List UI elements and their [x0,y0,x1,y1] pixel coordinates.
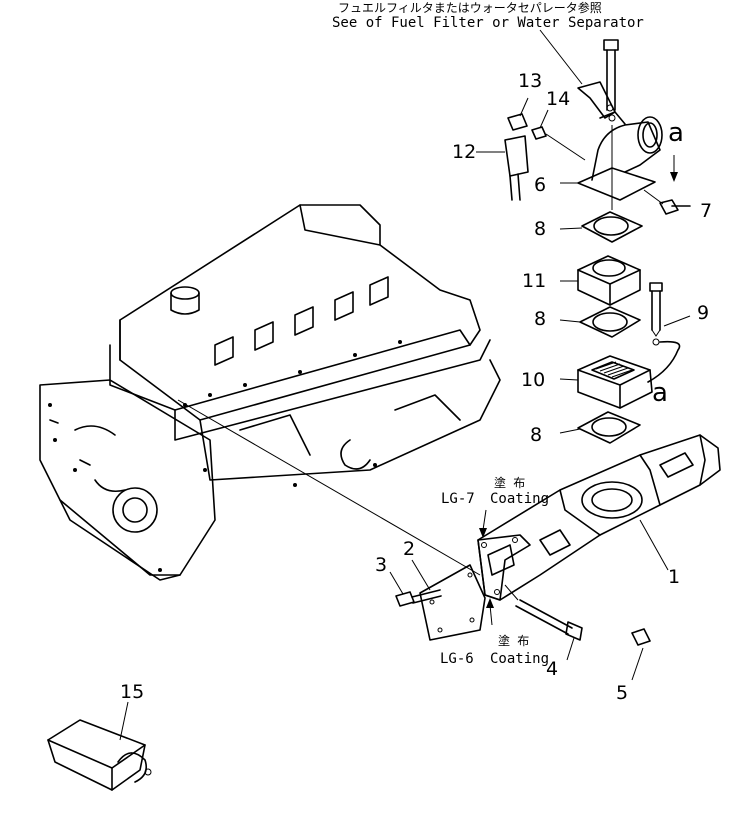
intake-manifold-part-1 [477,434,721,601]
part-number-4: 4 [546,658,559,680]
plug-part-14 [531,109,586,161]
top-bolt [603,39,619,111]
connector-part-13 [507,97,529,131]
heater-part-10 [559,338,681,409]
view-arrow-a-upper [670,155,678,182]
spacer-part-11 [560,255,641,306]
bolt-part-9 [649,282,691,337]
view-marker-a-upper: a [668,118,684,148]
cover-plate-part-2 [411,559,486,641]
intake-connector-part-6 [539,29,663,210]
part-number-11: 11 [522,270,547,292]
gasket-part-8-middle [559,306,641,338]
coating-lower-jp: 塗 布 [498,634,530,648]
part-number-7: 7 [700,200,713,222]
coating-lower-en: Coating [490,651,550,667]
heater-relay-part-15 [47,701,152,791]
gasket-part-8-upper [559,211,643,243]
bolt-part-4 [504,584,583,661]
part-number-13: 13 [518,70,543,92]
coating-arrows [479,509,494,626]
part-number-15: 15 [120,681,145,703]
nipple-part-7 [643,189,691,215]
part-number-9: 9 [697,302,710,324]
header-english: See of Fuel Filter or Water Separator [332,15,644,31]
coating-upper-code: LG-7 [441,491,475,507]
part-number-14: 14 [546,88,571,110]
coating-lower-code: LG-6 [440,651,474,667]
part-number-6: 6 [534,174,547,196]
part-number-8-middle: 8 [534,308,547,330]
gasket-part-8-lower [559,411,641,444]
part-number-8-lower: 8 [530,424,543,446]
coating-upper-en: Coating [490,491,550,507]
header-japanese: フュエルフィルタまたはウォータセパレータ参照 [338,1,602,15]
part-number-2: 2 [403,538,416,560]
part-number-8-upper: 8 [534,218,547,240]
part-number-10: 10 [521,369,546,391]
part-number-3: 3 [375,554,388,576]
part-number-5: 5 [616,682,629,704]
sensor-part-12 [476,135,529,201]
bolt-part-5 [631,628,651,681]
part-number-1: 1 [668,566,681,588]
view-marker-a-lower: a [652,378,668,408]
bolt-part-3 [389,571,442,607]
part-number-12: 12 [452,141,477,163]
engine-block [39,204,501,581]
coating-upper-jp: 塗 布 [494,476,526,490]
